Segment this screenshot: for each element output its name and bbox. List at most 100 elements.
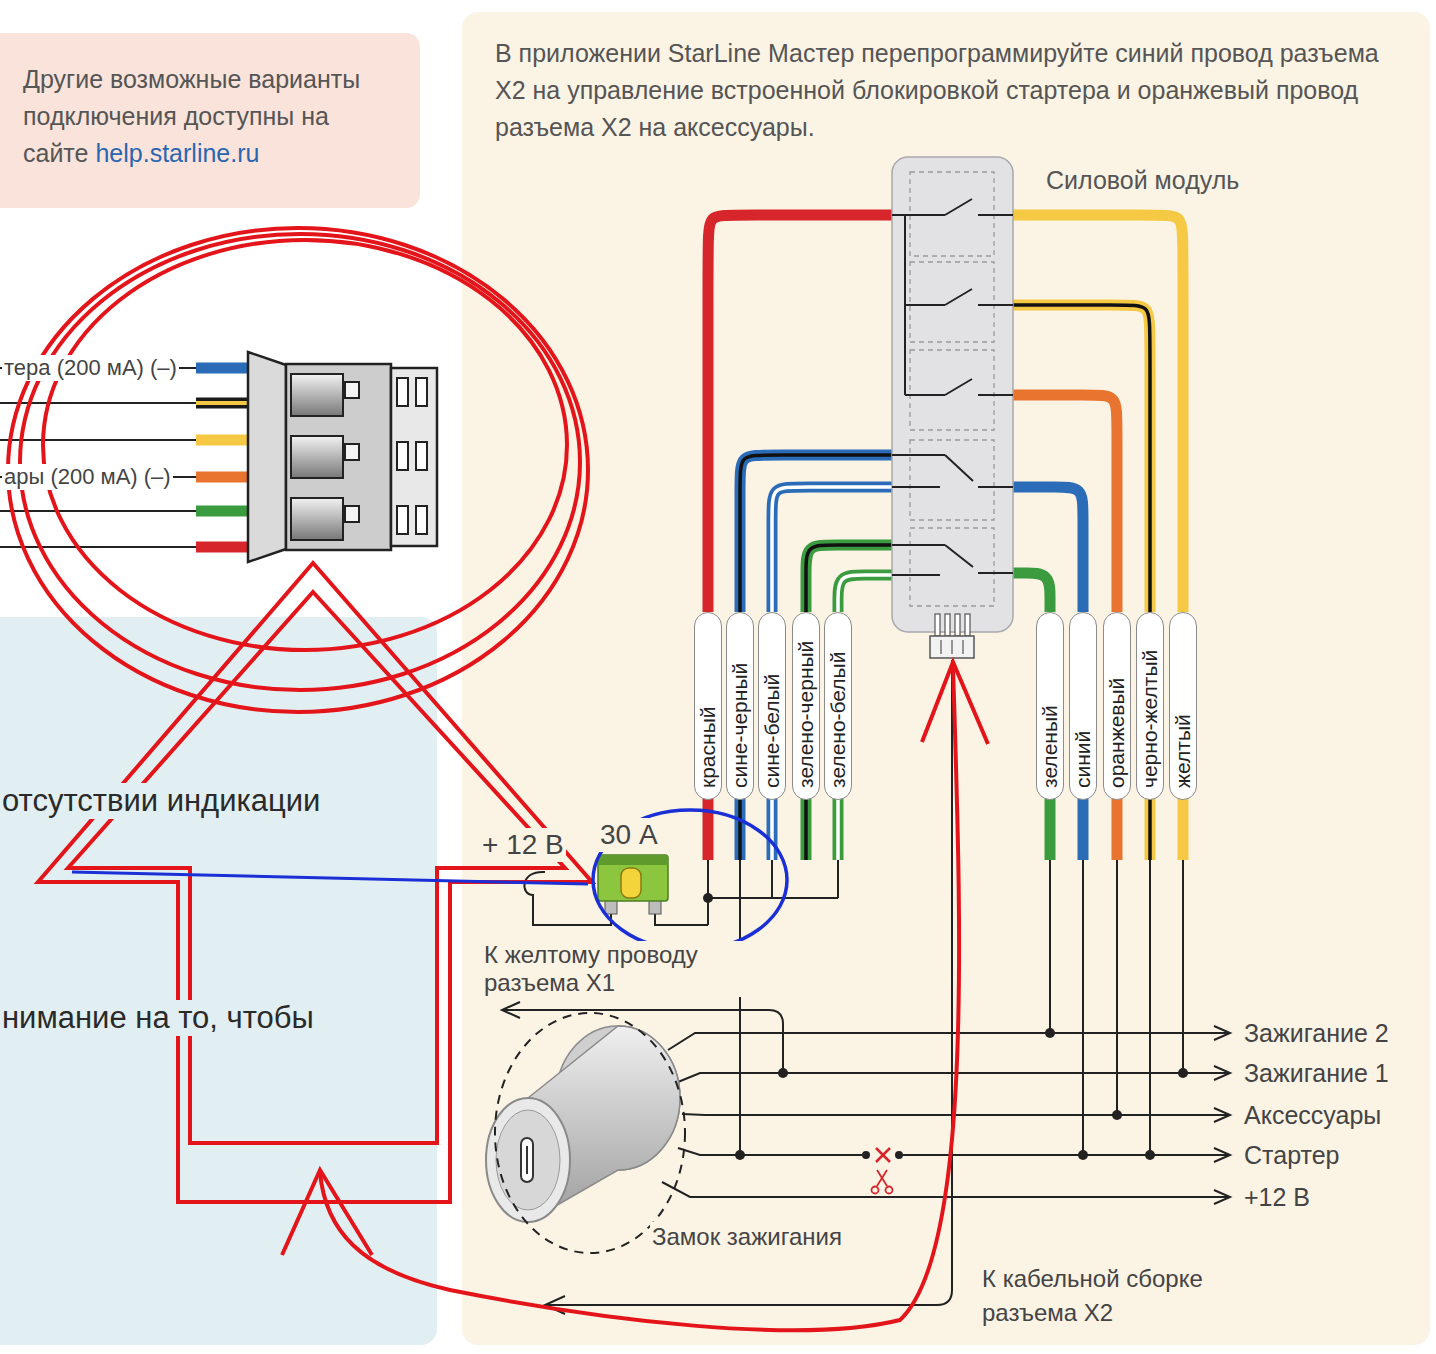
paragraph-fragment: нимание на то, чтобы [0,1000,318,1036]
wire-stripe [1148,795,1152,860]
label-anchor: Аксессуары [1242,1100,1383,1130]
socket-pin [935,614,940,636]
module-housing [892,157,1013,632]
junction-dot [1045,1028,1055,1038]
wire-stub [833,795,844,860]
wire-stub [735,795,746,860]
power-module: Силовой модуль [892,157,1013,632]
wire-stub [1078,795,1089,860]
output-label: Зажигание 2 [1242,1018,1391,1048]
wire-tag: желтый [1169,612,1197,800]
wire [655,914,708,925]
label-anchor: +12 В [1242,1182,1312,1212]
arrowhead [1214,1108,1230,1122]
wire-stripe [772,487,892,612]
wire-color-name: оранжевый [1105,678,1129,788]
curved-arrow [320,666,959,1330]
arrowhead [1214,1148,1230,1162]
plug-tab [345,506,359,522]
contact-line [978,304,1013,306]
part-name: Замок зажигания [650,1222,844,1251]
wire-tag: черно-желтый [1136,612,1164,800]
big-arrow [68,592,565,1143]
relay-cell [910,440,994,520]
wire [1013,573,1050,612]
wire-stub [196,472,252,483]
switch-blade [945,545,973,567]
junction-dot [703,893,713,903]
socket-pin [955,614,960,636]
contact-line [892,454,945,456]
side-panel-ground [0,617,437,1345]
wire [1082,860,1084,1155]
wire-stub [196,506,252,517]
relay-cell [910,262,994,342]
pin-window [416,506,427,534]
junction-dot [778,1068,788,1078]
junction-dot [1112,1110,1122,1120]
lock-face [486,1098,570,1222]
wire-color-name: желтый [1171,714,1195,788]
contact-line [892,214,945,216]
contact-line [978,394,1013,396]
note-box: Другие возможные варианты подключения до… [0,33,420,208]
wire-stub [703,795,714,860]
wire-tag: оранжевый [1103,612,1131,800]
wire [1013,487,1083,612]
socket-pin [965,614,970,636]
wire [708,897,838,899]
arrowhead [1214,1066,1230,1080]
x2-plug [248,352,437,562]
output-label: +12 В [1242,1182,1312,1212]
label-anchor: ары (200 мА) (–) [2,464,173,490]
wire-tag: зелено-черный [792,612,820,800]
big-arrow [38,563,592,1202]
wire-stub [196,542,252,553]
wire-stripe [738,795,742,860]
instruction-text: В приложении StarLine Мастер перепрограм… [495,35,1385,146]
wire-stub [196,435,252,446]
contact-line [905,394,945,396]
power-module-drawing [892,157,1013,658]
x2-plug-stubs [196,368,252,547]
junction-dot [1178,1068,1188,1078]
label-anchor: К желтому проводу разъема X1 [482,941,744,997]
plug-latch [291,436,343,478]
switch-contacts [892,199,1013,575]
wire [837,860,839,898]
module-title: Силовой модуль [1046,165,1239,195]
scissors [877,1170,887,1186]
wire-color-name: черно-желтый [1138,650,1162,788]
contact-line [892,574,940,576]
relay-cell [910,350,994,430]
wire-color-name: синий [1071,731,1095,788]
wire-stub [1145,795,1156,860]
wire-stripe [1013,305,1150,612]
wire [707,860,709,925]
arrowhead [922,662,988,744]
fuse [598,855,668,914]
wire-color-name: красный [696,707,720,788]
contact-line [892,544,945,546]
scissors [886,1187,893,1194]
wire [1149,860,1151,1155]
socket-divider [962,640,963,654]
wire-tag: зелено-белый [824,612,852,800]
wire-stub [801,795,812,860]
wire [771,860,773,898]
cut-end [862,1151,870,1159]
wire [1013,305,1150,612]
fuse-rating: 30 А [598,818,660,852]
highlight-ellipse [593,810,787,950]
scissors [872,1187,879,1194]
arrowhead [282,1170,372,1255]
output-label: Стартер [1242,1140,1341,1170]
pin-window [416,378,427,406]
label-anchor: Стартер [1242,1140,1341,1170]
link-text: help.starline.ru [95,139,259,167]
relay-cells [910,172,994,606]
fuse-element [621,868,641,898]
output-label: Зажигание 1 [1242,1058,1391,1088]
wire-stub [1112,795,1123,860]
